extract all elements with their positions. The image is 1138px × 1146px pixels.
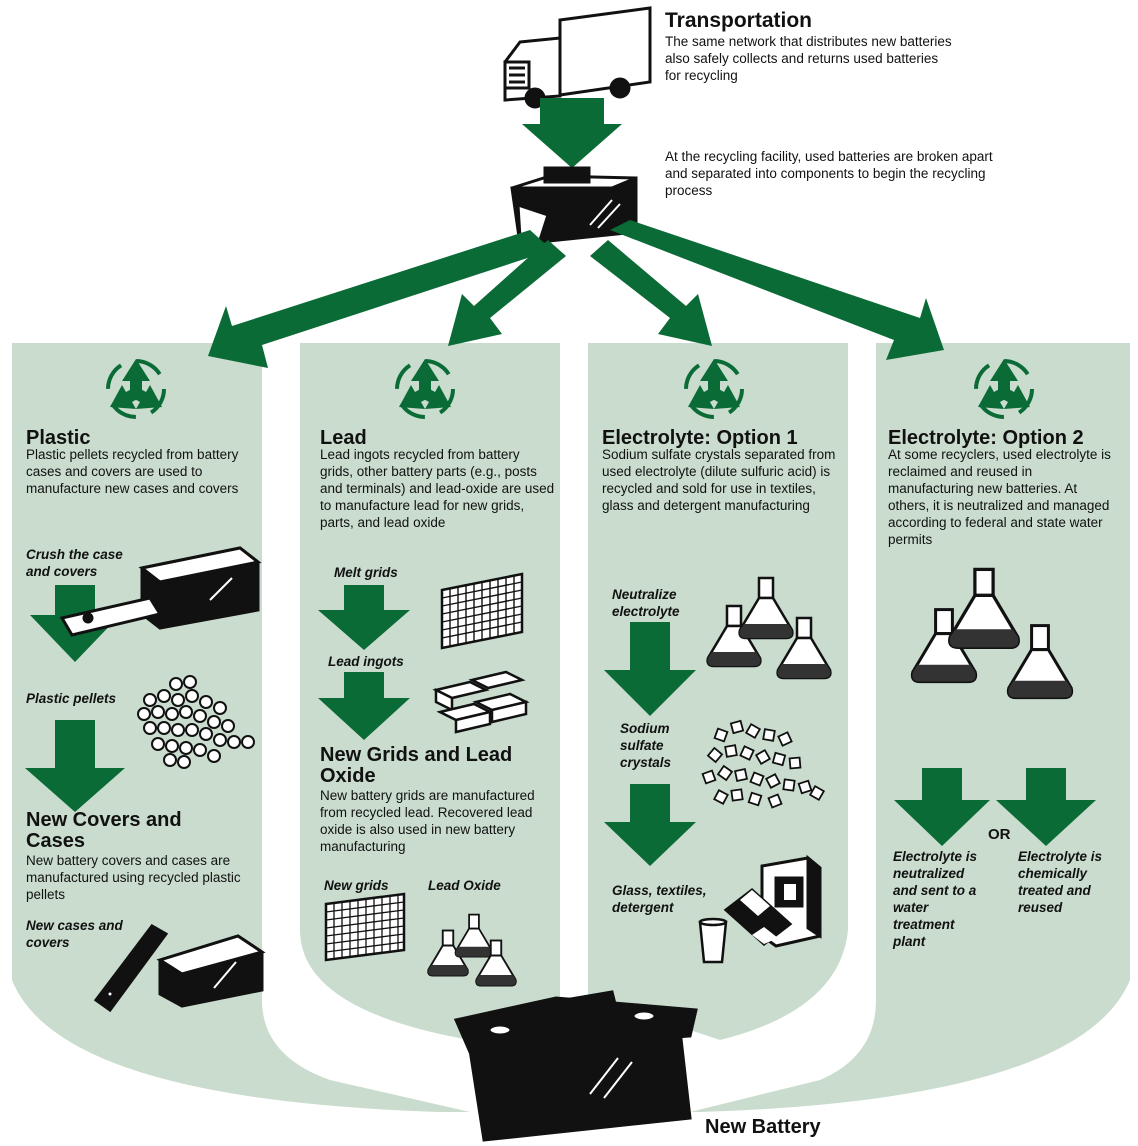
- lead-step-ingots: Lead ingots: [328, 654, 404, 669]
- pellets-icon: [137, 675, 255, 769]
- cup-icon: [698, 917, 728, 964]
- plastic-title: Plastic: [26, 427, 91, 449]
- lead-result-text: New battery grids are manufactured from …: [320, 788, 535, 854]
- lead-step-lead-oxide: Lead Oxide: [428, 878, 501, 893]
- or-label: OR: [988, 826, 1011, 843]
- new-battery-icon: [453, 990, 698, 1142]
- arrow-down: [894, 768, 990, 846]
- electrolyte1-text: Sodium sulfate crystals separated from u…: [602, 447, 836, 513]
- electrolyte2-outcome-reused: Electrolyte is chemically treated and re…: [1018, 849, 1103, 915]
- plastic-result-title: New Covers and Cases: [26, 809, 182, 852]
- electrolyte2-title: Electrolyte: Option 2: [888, 427, 1084, 449]
- transportation-text: The same network that distributes new ba…: [665, 34, 952, 83]
- crystals-icon: [701, 719, 826, 809]
- electrolyte1-step-crystals: Sodium sulfate crystals: [620, 721, 672, 770]
- grid-icon: [440, 572, 524, 650]
- lead-step-melt: Melt grids: [334, 565, 398, 580]
- lead-step-new-grids: New grids: [324, 878, 389, 893]
- transportation-title: Transportation: [665, 9, 813, 32]
- electrolyte1-step-products: Glass, textiles, detergent: [612, 883, 707, 915]
- ingots-icon: [432, 670, 530, 734]
- arrow-down: [522, 98, 622, 168]
- crushed-case-icon: [59, 546, 262, 637]
- plastic-result-text: New battery covers and cases are manufac…: [26, 853, 241, 902]
- electrolyte1-title: Electrolyte: Option 1: [602, 427, 798, 449]
- lead-text: Lead ingots recycled from battery grids,…: [320, 447, 555, 530]
- plastic-text: Plastic pellets recycled from battery ca…: [26, 447, 239, 496]
- box-icon: [723, 854, 822, 948]
- lead-title: Lead: [320, 427, 367, 449]
- arrow-down: [996, 768, 1096, 846]
- arrows-to-panels: [208, 220, 944, 368]
- new-grid-icon: [324, 892, 406, 962]
- arrow-down: [318, 672, 410, 740]
- plastic-step-new-cases: New cases and covers: [26, 918, 123, 950]
- arrow-down: [604, 622, 696, 716]
- arrow-down: [318, 585, 410, 650]
- arrow-down: [604, 784, 696, 866]
- arrow-down: [25, 720, 125, 812]
- lead-result-title: New Grids and Lead Oxide: [320, 744, 513, 787]
- electrolyte2-text: At some recyclers, used electrolyte is r…: [888, 447, 1111, 547]
- plastic-step-pellets: Plastic pellets: [26, 691, 117, 706]
- new-case-icon: [93, 924, 266, 1013]
- truck-icon: [503, 6, 652, 109]
- new-battery-label: New Battery: [705, 1116, 821, 1138]
- electrolyte1-step-neutralize: Neutralize electrolyte: [612, 587, 680, 619]
- facility-text: At the recycling facility, used batterie…: [665, 149, 993, 198]
- electrolyte2-outcome-neutralized: Electrolyte is neutralized and sent to a…: [893, 849, 978, 949]
- battery-icon: [510, 166, 638, 246]
- plastic-step-crush: Crush the case and covers: [26, 547, 123, 579]
